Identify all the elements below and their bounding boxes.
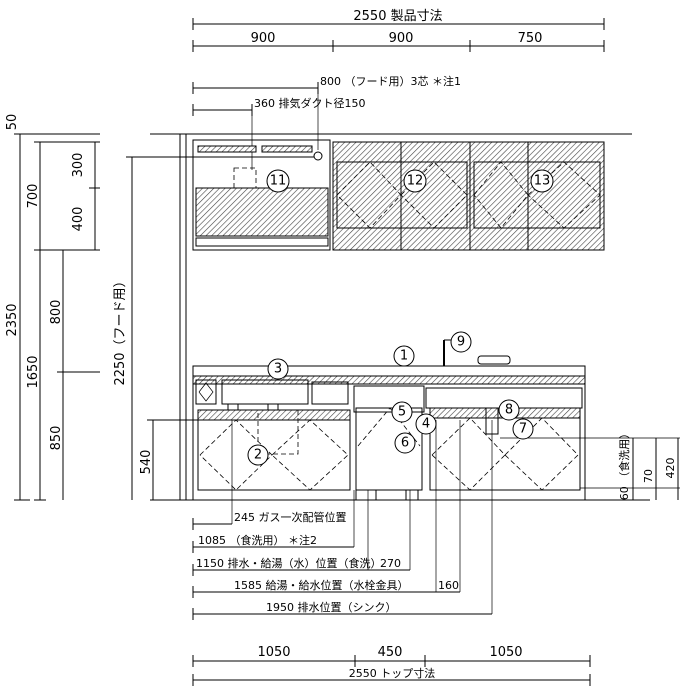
left-dimensions: 50 2350 700 1650 800 850 300 400 2250（フー… bbox=[5, 114, 318, 501]
right-dimensions: 60 （食洗用） 70 420 bbox=[500, 428, 680, 501]
dim-700: 700 bbox=[26, 184, 41, 209]
dim-270: 270 bbox=[380, 557, 401, 570]
callout-1: 1 bbox=[400, 349, 408, 364]
dim-duct-note: 360 排気ダクト径150 bbox=[254, 96, 366, 110]
dim-420: 420 bbox=[664, 458, 677, 479]
dim-seg1: 900 bbox=[251, 31, 276, 46]
callout-2: 2 bbox=[254, 448, 262, 463]
dim-60: 60 （食洗用） bbox=[617, 428, 631, 501]
callout-5: 5 bbox=[398, 405, 406, 420]
dim-top2: 450 bbox=[378, 645, 403, 660]
dim-1650: 1650 bbox=[26, 355, 41, 388]
bottom-dimensions: 245 ガス一次配管位置 1085 （食洗用） ＊注2 1150 排水・給湯（水… bbox=[192, 420, 591, 686]
dim-gas: 245 ガス一次配管位置 bbox=[234, 510, 347, 524]
dim-800: 800 bbox=[49, 300, 64, 325]
callout-8: 8 bbox=[505, 403, 513, 418]
dim-product-total: 2550 製品寸法 bbox=[353, 9, 442, 24]
dim-70: 70 bbox=[642, 469, 655, 483]
dim-50: 50 bbox=[5, 114, 20, 131]
dim-2250: 2250（フード用） bbox=[113, 274, 128, 385]
dim-seg3: 750 bbox=[518, 31, 543, 46]
callout-11: 11 bbox=[270, 174, 287, 189]
dim-dishwasher: 1085 （食洗用） ＊注2 bbox=[198, 533, 317, 547]
callout-6: 6 bbox=[401, 436, 409, 451]
callout-7: 7 bbox=[519, 422, 527, 437]
dim-top3: 1050 bbox=[489, 645, 522, 660]
dim-sink-drain: 1950 排水位置（シンク） bbox=[266, 600, 397, 614]
callouts: 1 2 3 4 5 6 7 8 9 11 12 13 bbox=[247, 169, 554, 466]
dim-2350: 2350 bbox=[5, 303, 20, 336]
callout-4: 4 bbox=[422, 417, 430, 432]
dim-300: 300 bbox=[71, 153, 86, 178]
callout-9: 9 bbox=[457, 335, 465, 350]
callout-13: 13 bbox=[534, 174, 551, 189]
dim-drain-dw: 1150 排水・給湯（水）位置（食洗） bbox=[196, 556, 382, 570]
dim-850: 850 bbox=[49, 426, 64, 451]
dim-400: 400 bbox=[71, 207, 86, 232]
dim-top1: 1050 bbox=[257, 645, 290, 660]
top-dimensions: 2550 製品寸法 900 900 750 800 （フード用）3芯 ＊注1 3… bbox=[192, 9, 605, 170]
dim-540: 540 bbox=[139, 450, 154, 475]
callout-12: 12 bbox=[407, 174, 424, 189]
dim-seg2: 900 bbox=[389, 31, 414, 46]
dim-faucet: 1585 給湯・給水位置（水栓金具） bbox=[234, 578, 409, 592]
dim-160: 160 bbox=[438, 579, 459, 592]
dim-top-total: 2550 トップ寸法 bbox=[349, 666, 436, 680]
dim-hood-note: 800 （フード用）3芯 ＊注1 bbox=[320, 74, 461, 88]
callout-3: 3 bbox=[274, 362, 282, 377]
wall-cabinets bbox=[192, 139, 605, 251]
